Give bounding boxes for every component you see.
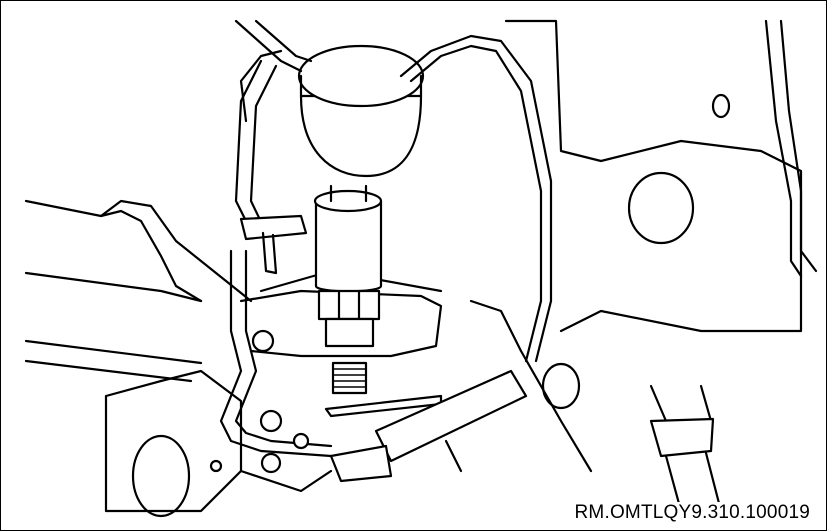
- plate-rivet: [209, 459, 223, 473]
- panel-hole-small: [711, 93, 731, 119]
- brake-lines: [219, 19, 553, 458]
- frame-rails: [24, 199, 253, 383]
- switch-hex-nut: [317, 289, 381, 321]
- pressure-switch: [313, 184, 443, 418]
- hose-fitting: [541, 362, 723, 513]
- chassis-panel: [504, 19, 818, 333]
- actuator-cap: [297, 44, 425, 178]
- lower-bracket-plate: [104, 369, 333, 518]
- banjo-bolt: [259, 409, 283, 433]
- lower-bolt: [260, 452, 282, 474]
- panel-hole-large: [627, 171, 695, 245]
- cable-tie: [239, 214, 308, 275]
- figure-reference-code: RM.OMTLQY9.310.100019: [572, 502, 812, 524]
- threaded-fitting: [331, 361, 368, 395]
- lower-connector: [251, 329, 528, 483]
- plate-hole: [131, 434, 191, 518]
